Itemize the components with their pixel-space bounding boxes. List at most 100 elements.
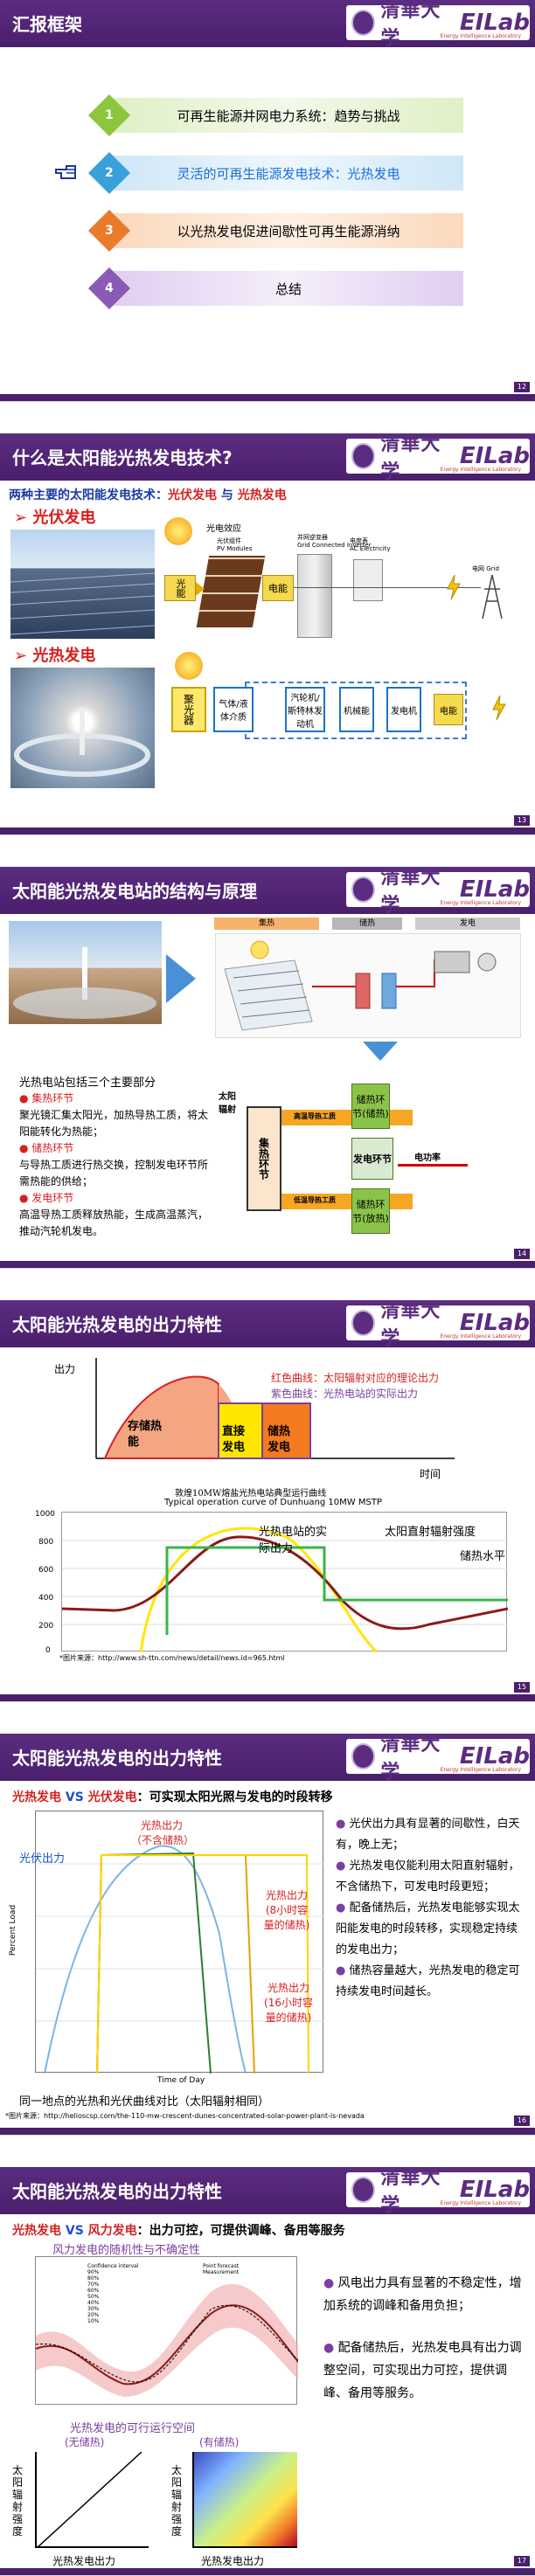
arrow-right-icon xyxy=(196,582,205,596)
wind-forecast-chart xyxy=(35,2256,299,2405)
axis-x-label: 光热发电出力 xyxy=(52,2555,116,2567)
chart-title-cn: 敦煌10MW熔盐光热电站典型运行曲线 xyxy=(175,1489,327,1499)
slide-title: 太阳能光热发电站的结构与原理 xyxy=(12,881,257,902)
logo-cn-text: 清華大学 xyxy=(380,0,441,50)
legend-red: 红色曲线：太阳辐射对应的理论出力 xyxy=(271,1372,440,1384)
logo-cn-text: 清華大学 xyxy=(380,1300,441,1350)
label-storage: 储热水平 xyxy=(460,1550,506,1563)
y-tick: 400 xyxy=(38,1594,54,1603)
label-actual: 光热电站的实际出力 xyxy=(259,1526,328,1555)
outline-item-3: 以光热发电促进间歇性可再生能源消纳 xyxy=(114,213,463,248)
slide-subtitle: 光热发电 VS 光伏发电：可实现太阳光照与发电的时段转移 xyxy=(12,1790,333,1804)
logo-en-text: EILab xyxy=(459,1310,530,1336)
csp-chain-step: 聚光器 xyxy=(171,687,206,732)
bullet-item: ● 配备储热后，光热发电具有出力调整空间，可实现出力可控，提供调峰、备用等服务。 xyxy=(323,2341,522,2400)
axis-y-label: 太阳辐射强度 xyxy=(12,2464,24,2538)
csp-chain-step: 机械能 xyxy=(339,687,374,732)
area-direct-label: 直接发电 xyxy=(222,1425,246,1454)
university-seal-icon xyxy=(351,1743,376,1769)
pv-heading: ➢ 光伏发电 xyxy=(14,509,96,527)
slide-header: 太阳能光热发电的出力特性 清華大学 EILab Energy Intellige… xyxy=(0,2167,535,2217)
y-axis-label: 出力 xyxy=(54,1363,76,1375)
y-axis-label: Percent Load xyxy=(9,1904,18,1956)
logo-en-text: EILab xyxy=(459,876,530,903)
tsinghua-eilab-logo: 清華大学 EILab Energy Intelligence Laborator… xyxy=(346,1734,530,1783)
page-number: 15 xyxy=(514,1682,530,1693)
logo-en-text: EILab xyxy=(459,1743,530,1769)
pointing-hand-icon xyxy=(54,159,80,184)
flow-diagram: 太阳辐射 集热环节 高温导热工质 低温导热工质 储热环节(储热) 发电环节 储热… xyxy=(219,1066,525,1241)
lightning-icon xyxy=(491,695,507,721)
bullet-item: ● 光热发电仅能利用太阳直射辐射，不含储热下，可发电时段更短； xyxy=(336,1859,520,1894)
y-tick: 0 xyxy=(45,1646,51,1655)
university-seal-icon xyxy=(351,443,376,469)
meter-graphic xyxy=(353,559,383,601)
tsinghua-eilab-logo: 清華大学 EILab Energy Intelligence Laborator… xyxy=(346,0,530,50)
pv-output-label: 光伏出力 xyxy=(19,1852,66,1866)
y-tick: 1000 xyxy=(35,1510,55,1519)
slide-footer xyxy=(0,394,535,401)
slide-header: 太阳能光热发电站的结构与原理 清華大学 EILab Energy Intelli… xyxy=(0,867,535,917)
axis-y-label-2: 太阳辐射强度 xyxy=(171,2464,183,2538)
slide-outline: 汇报框架 清華大学 EILab Energy Intelligence Labo… xyxy=(0,0,535,402)
pv-farm-photo xyxy=(10,530,155,639)
structure-intro: 光热电站包括三个主要部分 xyxy=(19,1077,156,1090)
logo-en-text: EILab xyxy=(459,443,530,469)
arrow-down-icon xyxy=(363,1042,398,1061)
university-seal-icon xyxy=(351,2177,376,2203)
pv-panel-graphic xyxy=(196,556,266,627)
csp16-output-label: 光热出力(16小时容量的储热) xyxy=(264,1982,313,2024)
slide-header: 太阳能光热发电的出力特性 清華大学 EILab Energy Intellige… xyxy=(0,1734,535,1783)
tsinghua-eilab-logo: 清華大学 EILab Energy Intelligence Laborator… xyxy=(346,2167,530,2217)
no-storage-label: (无储热) xyxy=(65,2436,105,2448)
concept-chart xyxy=(70,1349,490,1472)
outline-item-label: 以光热发电促进间歇性可再生能源消纳 xyxy=(177,223,400,239)
y-tick: 600 xyxy=(38,1566,54,1575)
hot-medium-label: 高温导热工质 xyxy=(294,1112,336,1120)
legend-store: 储热 xyxy=(332,918,402,930)
csp-tower-photo xyxy=(9,921,162,1024)
chart-title-en: Typical operation curve of Dunhuang 10MW… xyxy=(164,1498,382,1507)
flow-elec-box: 电能 xyxy=(262,575,294,601)
page-number: 12 xyxy=(514,382,530,392)
slide-csp-vs-wind: 太阳能光热发电的出力特性 清華大学 EILab Energy Intellige… xyxy=(0,2167,535,2576)
page-number: 17 xyxy=(514,2556,530,2566)
logo-cn-text: 清華大学 xyxy=(380,2167,441,2217)
axis-x-label-2: 光热发电出力 xyxy=(201,2555,265,2567)
csp-space-title: 光热发电的可行运行空间 xyxy=(70,2422,196,2435)
tsinghua-eilab-logo: 清華大学 EILab Energy Intelligence Laborator… xyxy=(346,433,530,483)
x-axis-label: 时间 xyxy=(420,1468,441,1480)
slide-header: 汇报框架 清華大学 EILab Energy Intelligence Labo… xyxy=(0,0,535,50)
outline-item-4: 总结 xyxy=(114,271,463,306)
power-label: 电功率 xyxy=(414,1153,441,1163)
grid-label: 电网 Grid xyxy=(472,565,499,572)
slide-title: 太阳能光热发电的出力特性 xyxy=(12,1314,222,1335)
legend-collect: 集热 xyxy=(214,918,319,930)
logo-sub-text: Energy Intelligence Laboratory xyxy=(440,33,521,39)
plant-schematic xyxy=(215,933,521,1038)
slide-title: 汇报框架 xyxy=(12,14,82,35)
low-medium-label: 低温导热工质 xyxy=(294,1196,336,1204)
page-number: 16 xyxy=(514,2116,530,2126)
slide-subtitle: 两种主要的太阳能发电技术：光伏发电 与 光热发电 xyxy=(9,488,287,502)
slide-footer xyxy=(0,2128,535,2135)
csp-chain-step: 发电机 xyxy=(386,687,421,732)
sun-icon xyxy=(175,652,203,680)
sun-icon xyxy=(164,517,192,545)
outline-item-2: 灵活的可再生能源发电技术：光热发电 xyxy=(114,156,463,190)
logo-cn-text: 清華大学 xyxy=(380,867,441,917)
bullet-item: ● 配备储热后，光热发电能够实现太阳能发电的时段转移，实现稳定持续的发电出力； xyxy=(336,1901,520,1956)
slide-footer xyxy=(0,2568,535,2575)
collect-block: 集热环节 xyxy=(247,1106,281,1211)
outline-item-label: 可再生能源并网电力系统：趋势与挑战 xyxy=(177,107,400,124)
logo-cn-text: 清華大学 xyxy=(380,433,441,483)
bullet-item: ● 风电出力具有显著的不稳定性，增加系统的调峰和备用负担； xyxy=(323,2276,522,2313)
operation-chart xyxy=(61,1512,509,1654)
load-chart xyxy=(35,1811,324,2074)
flow-sun-box: 光能 xyxy=(164,575,196,601)
part-collect: ● 集热环节 聚光镜汇集太阳光，加热导热工质，将太阳能转化为热能； ● 储热环节… xyxy=(19,1092,209,1237)
csp-heading: ➢ 光热发电 xyxy=(14,647,96,665)
logo-sub-text: Energy Intelligence Laboratory xyxy=(440,900,521,906)
csp-chain-step: 汽轮机/斯特林发动机 xyxy=(285,687,325,732)
